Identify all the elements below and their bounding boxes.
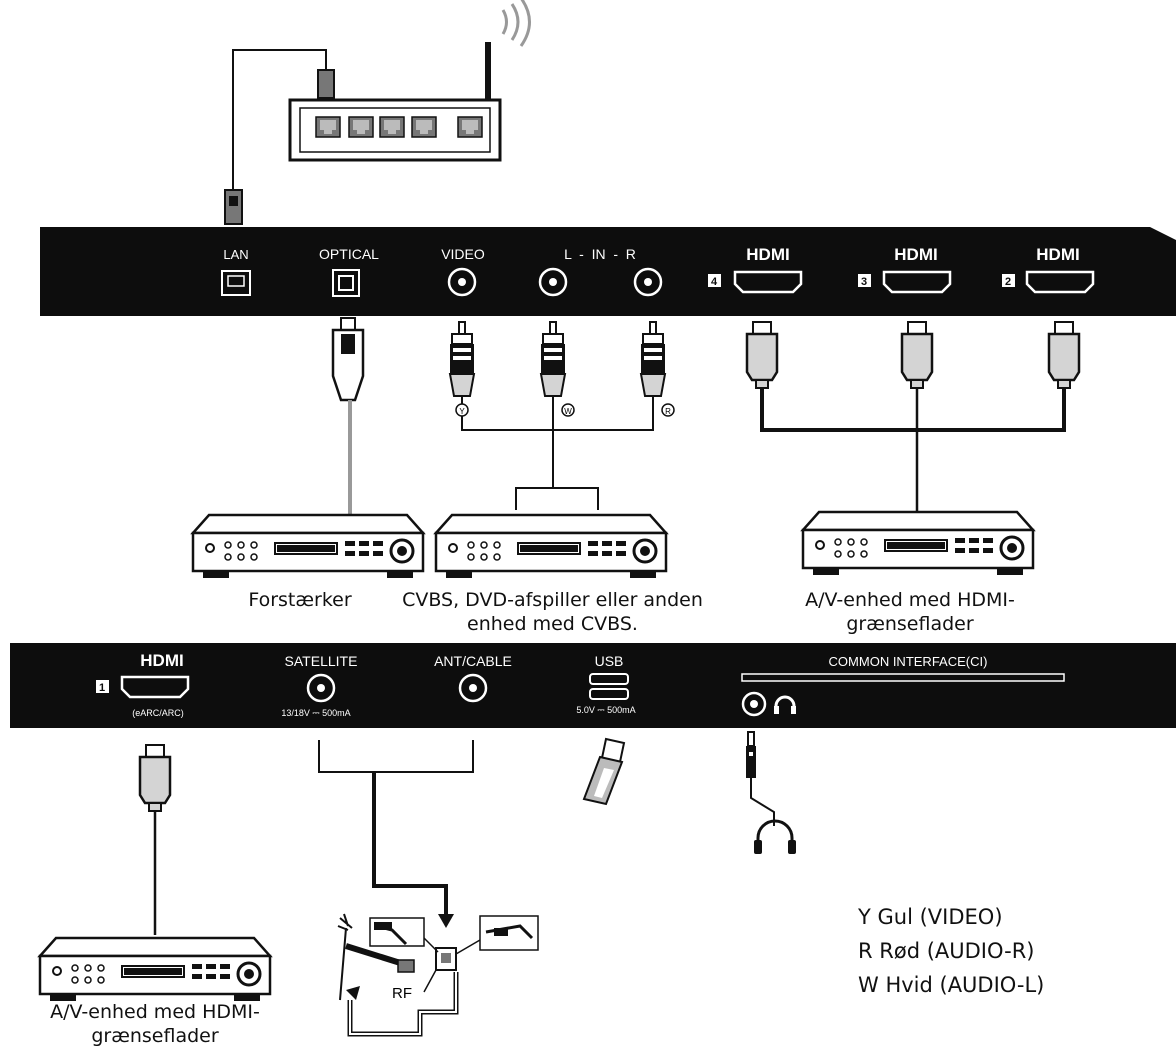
audio-l-jack-icon: [538, 267, 568, 297]
optical-label: OPTICAL: [319, 246, 379, 262]
color-legend: Y Gul (VIDEO) R Rød (AUDIO-R) W Hvid (AU…: [858, 900, 1158, 1002]
hdmi2-port-icon: [1002, 270, 1095, 294]
hdmi1-port-icon: [96, 675, 190, 699]
optical-cable: [331, 317, 365, 514]
lan-port-icon: [221, 270, 251, 296]
tv-panel-bottom: HDMI 1 (eARC/ARC) SATELLITE 13/18V ⎓ 500…: [10, 643, 1176, 728]
hdmi3-number: 3: [861, 276, 867, 288]
av-hdmi-device-right: [801, 510, 1035, 577]
hdmi1-sub-label: (eARC/ARC): [132, 708, 184, 718]
yellow-plug-mark: Y: [459, 407, 465, 416]
usb-spec: 5.0V ⎓ 500mA: [576, 705, 635, 715]
hdmi-cables-top: [745, 320, 1081, 512]
headphone-cable: [746, 731, 796, 854]
ant-cable-label: ANT/CABLE: [434, 653, 512, 669]
legend-yellow: Y Gul (VIDEO): [858, 905, 1003, 929]
optical-port-icon: [332, 269, 360, 297]
hdmi2-logo: HDMI: [1036, 245, 1079, 264]
hdmi3-port-icon: [858, 270, 952, 294]
antenna-cables: [318, 740, 474, 928]
antenna-splitter-icon: RF: [337, 913, 539, 1037]
rf-label: RF: [392, 985, 412, 1002]
hdmi4-number: 4: [711, 276, 718, 288]
cvbs-device-caption: CVBS, DVD-afspiller eller anden enhed me…: [402, 589, 703, 635]
white-plug-mark: W: [564, 407, 572, 416]
hdmi4-logo: HDMI: [746, 245, 789, 264]
hdmi3-logo: HDMI: [894, 245, 937, 264]
audio-r-jack-icon: [633, 267, 663, 297]
usb-label: USB: [595, 653, 624, 669]
headphone-icon: [774, 695, 796, 714]
usb-stick-icon: [582, 737, 626, 806]
tv-panel-top: LAN OPTICAL VIDEO L - IN - R HDMI HDMI H…: [40, 227, 1176, 316]
headphone-jack-icon: [741, 691, 767, 717]
headphones-icon: [754, 819, 796, 854]
satellite-spec: 13/18V ⎓ 500mA: [281, 708, 350, 718]
red-plug-mark: R: [665, 407, 671, 416]
hdmi1-number: 1: [99, 682, 105, 694]
video-jack-icon: [447, 267, 477, 297]
legend-white: W Hvid (AUDIO-L): [858, 973, 1045, 997]
hdmi1-cable: [138, 743, 172, 935]
router: [288, 0, 531, 162]
audio-in-label: L - IN - R: [564, 246, 636, 262]
legend-red: R Rød (AUDIO-R): [858, 939, 1035, 963]
usb-port-icon: [589, 673, 629, 700]
ci-slot: [741, 673, 1065, 682]
lan-label: LAN: [223, 247, 248, 262]
cvbs-device: [434, 513, 668, 580]
hdmi2-number: 2: [1005, 276, 1011, 288]
hdmi1-logo: HDMI: [140, 651, 183, 670]
av-hdmi-right-caption: A/V-enhed med HDMI-grænseflader: [805, 589, 1015, 635]
satellite-jack-icon: [306, 673, 336, 703]
av-hdmi-bottom-caption: A/V-enhed med HDMI-grænseflader: [50, 1001, 260, 1047]
ant-cable-jack-icon: [458, 673, 488, 703]
hdmi4-port-icon: [708, 270, 803, 294]
ci-label: COMMON INTERFACE(CI): [829, 654, 988, 669]
amplifier-caption: Forstærker: [248, 589, 352, 611]
satellite-label: SATELLITE: [285, 653, 358, 669]
lan-cable: [224, 49, 335, 225]
av-hdmi-device-bottom: [38, 936, 272, 1003]
video-label: VIDEO: [441, 246, 485, 262]
amplifier-device: [191, 513, 425, 580]
rca-cable: Y W R: [449, 321, 675, 510]
